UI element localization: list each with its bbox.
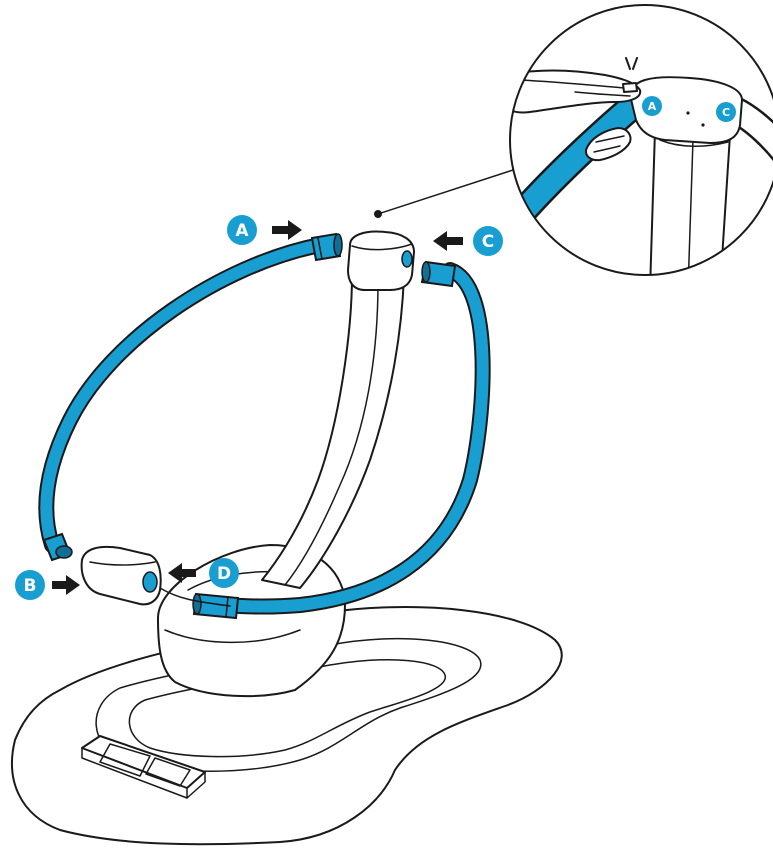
arrow-a xyxy=(272,220,302,240)
label-a-marker: A xyxy=(227,215,257,245)
label-a-text: A xyxy=(235,221,249,241)
label-b-text: B xyxy=(24,576,37,596)
arrow-c xyxy=(433,231,463,251)
callout-leader xyxy=(374,170,513,218)
inset-label-c-marker: C xyxy=(716,102,736,122)
label-d-text: D xyxy=(217,564,231,584)
label-c-marker: C xyxy=(473,226,503,256)
tube-end-c xyxy=(422,262,455,286)
label-b-marker: B xyxy=(15,570,45,600)
top-connector xyxy=(348,232,414,290)
tube-end-a xyxy=(312,234,342,260)
inset-label-a-text: A xyxy=(648,100,657,113)
inset-label-c-text: C xyxy=(722,106,730,119)
support-column xyxy=(262,275,404,588)
detail-inset: A C xyxy=(500,5,773,290)
label-c-text: C xyxy=(482,232,494,252)
inset-label-a-marker: A xyxy=(642,96,662,116)
tube-end-b xyxy=(44,534,72,560)
tube-left xyxy=(46,245,320,545)
label-d-marker: D xyxy=(209,558,239,588)
tube-end-d xyxy=(193,594,238,618)
arrow-b xyxy=(52,575,80,595)
